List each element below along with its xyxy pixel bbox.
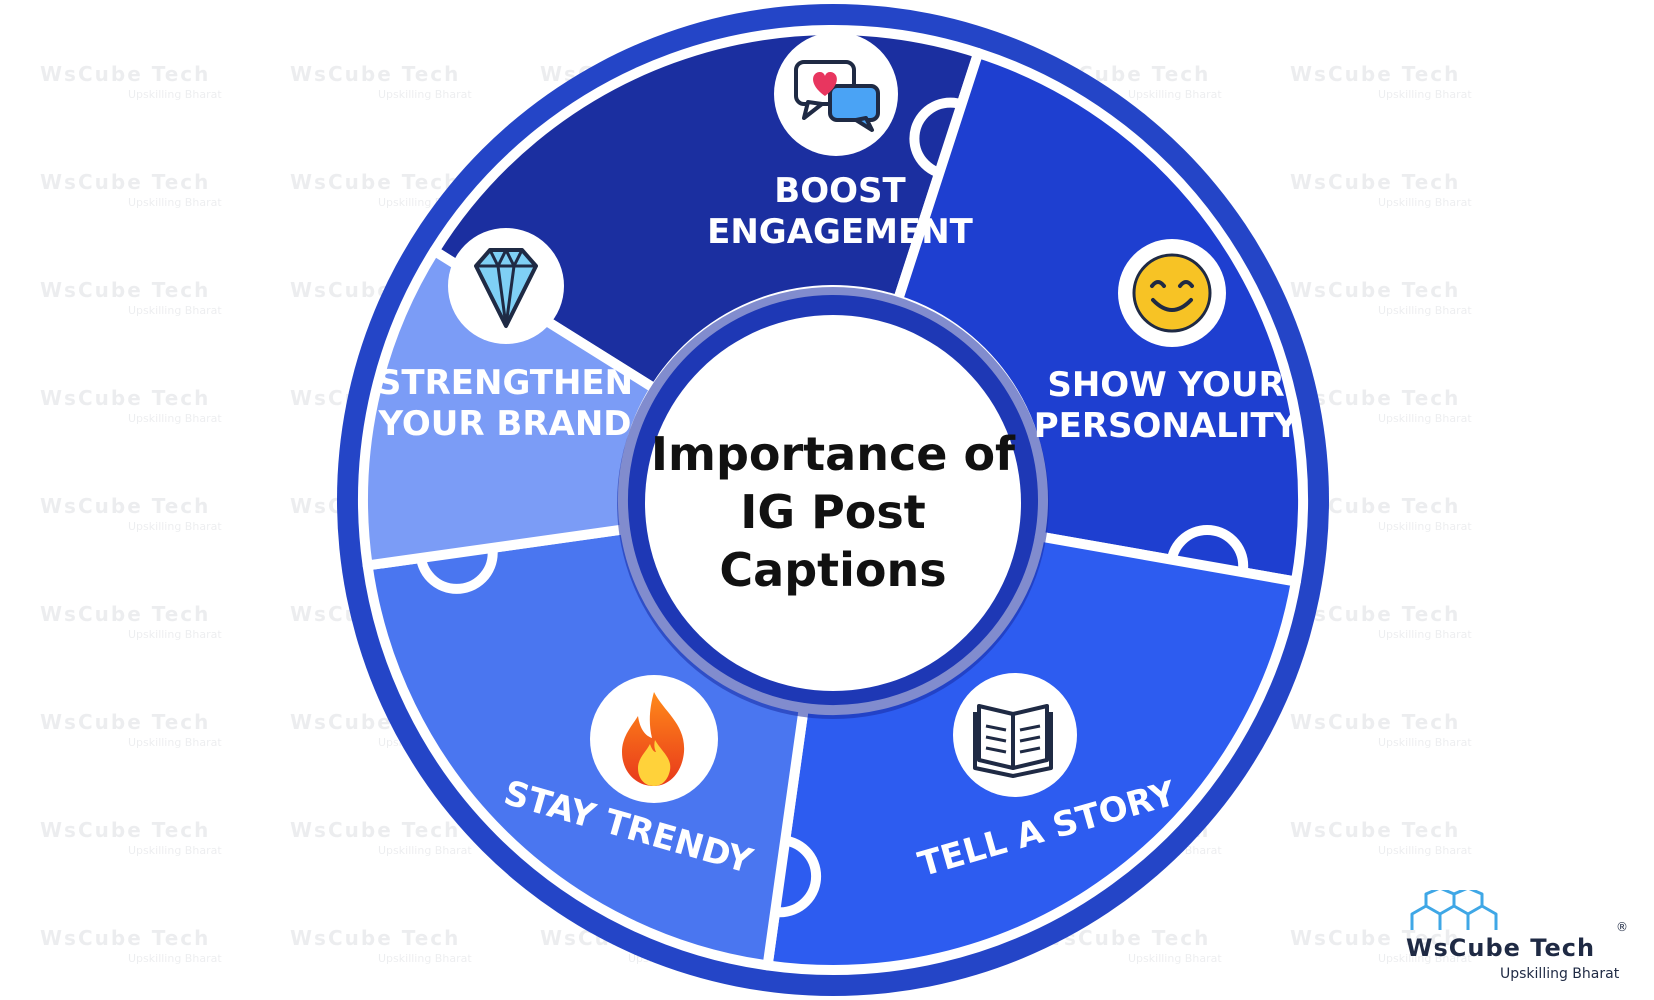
- open-book-icon: [973, 704, 1053, 778]
- center-disk: [645, 315, 1021, 691]
- segment-show-your-personality: SHOW YOUR PERSONALITY: [1034, 239, 1299, 446]
- logo-tagline: Upskilling Bharat: [1500, 966, 1620, 982]
- center-title-line3: Captions: [719, 543, 946, 597]
- logo-brand-text: WsCube Tech: [1406, 934, 1596, 962]
- segment-label-line1: BOOST: [774, 171, 906, 211]
- segment-label-line1: STRENGTHEN: [377, 363, 633, 403]
- smiley-icon: [1132, 253, 1212, 333]
- wscube-tech-logo: WsCube Tech ® Upskilling Bharat: [1398, 890, 1628, 990]
- segment-label-line2: ENGAGEMENT: [707, 212, 974, 252]
- segment-label-line1: SHOW YOUR: [1047, 365, 1284, 405]
- center-title-line2: IG Post: [740, 485, 926, 539]
- flame-icon: [622, 692, 685, 786]
- segment-strengthen-your-brand: STRENGTHEN YOUR BRAND: [377, 228, 633, 444]
- center-title-line1: Importance of: [651, 427, 1016, 481]
- segment-label-line2: PERSONALITY: [1034, 406, 1299, 446]
- segment-boost-engagement: BOOST ENGAGEMENT: [707, 32, 974, 252]
- diamond-icon: [474, 248, 538, 328]
- registered-mark: ®: [1616, 920, 1628, 934]
- chat-heart-icon: [794, 60, 880, 132]
- segment-label-line2: YOUR BRAND: [377, 404, 631, 444]
- segments-group: [358, 25, 1308, 975]
- hexagon-icon: [1410, 890, 1498, 930]
